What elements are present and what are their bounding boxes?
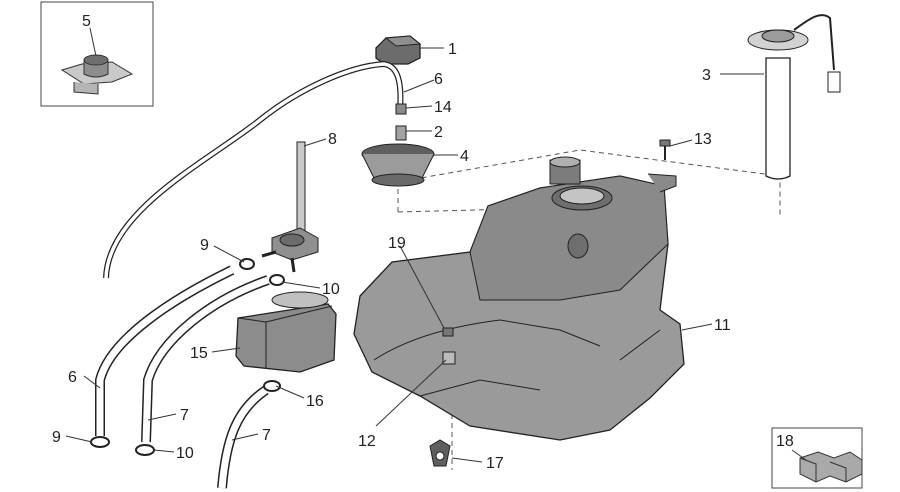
callout-11: 11	[714, 317, 731, 334]
fuel-hose-part-7-left	[141, 275, 270, 443]
callout-4: 4	[460, 148, 469, 165]
callout-19: 19	[388, 235, 406, 252]
bolt-part-19	[442, 327, 454, 337]
spring-clip-part-5	[60, 54, 134, 95]
leader-lines	[65, 27, 807, 463]
valve-part-14	[395, 103, 407, 115]
callout-3: 3	[702, 67, 711, 84]
callout-13: 13	[694, 131, 712, 148]
screw-part-13	[659, 139, 671, 160]
callout-6-lower: 6	[68, 369, 77, 386]
hose-clamp-part-10-lower	[135, 444, 155, 456]
fuel-level-sender-part-3	[747, 14, 841, 180]
callout-6-top: 6	[434, 71, 443, 88]
fuel-hose-part-6-lower	[95, 265, 235, 436]
filler-neck-part-4	[361, 143, 435, 187]
callout-5: 5	[82, 13, 91, 30]
hose-clamp-part-9-upper	[239, 258, 255, 270]
callout-10-upper: 10	[322, 281, 340, 298]
callout-15: 15	[190, 345, 208, 362]
callout-7-bottom: 7	[262, 427, 271, 444]
hose-clamp-part-9-lower	[90, 436, 110, 448]
callout-8: 8	[328, 131, 337, 148]
fuel-cap-part-1	[375, 35, 422, 65]
fuel-tank-part-11	[353, 156, 685, 441]
callout-9-lower: 9	[52, 429, 61, 446]
callout-16: 16	[306, 393, 324, 410]
callout-7-left: 7	[180, 407, 189, 424]
callout-10-lower: 10	[176, 445, 194, 462]
callout-labels: 1 6 14 2 4 3 13 8 9 10 11 19 12 17 15 16…	[52, 13, 794, 472]
inset-box-part-5	[40, 1, 154, 107]
breather-hose-part-6-top	[103, 60, 404, 279]
callout-12: 12	[358, 433, 376, 450]
bracket-part-15	[235, 291, 337, 373]
hose-clamp-part-10-upper	[269, 274, 285, 286]
clamp-part-16	[263, 380, 281, 392]
callout-9-upper: 9	[200, 237, 209, 254]
callout-14: 14	[434, 99, 452, 116]
rubber-block-part-18	[799, 451, 863, 483]
spacer-part-12	[442, 351, 456, 365]
fuel-tap-part-8	[261, 141, 319, 273]
callout-2: 2	[434, 124, 443, 141]
fuel-hose-part-7-bottom	[217, 385, 269, 489]
callout-1: 1	[448, 41, 457, 58]
clip-part-17	[429, 439, 451, 467]
gasket-part-2	[395, 125, 407, 141]
callout-18: 18	[776, 433, 794, 450]
callout-17: 17	[486, 455, 504, 472]
